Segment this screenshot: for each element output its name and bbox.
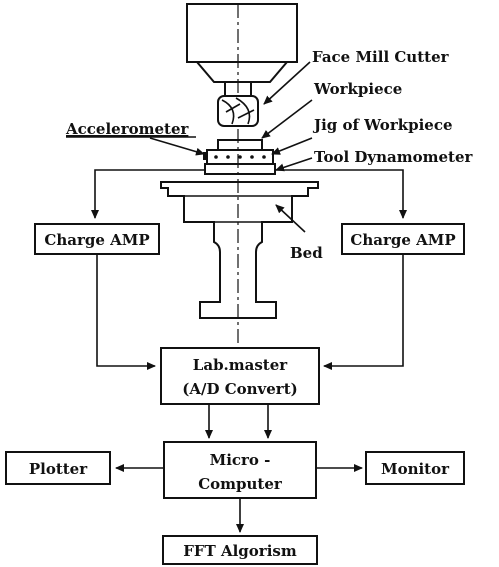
leader-workpiece bbox=[261, 99, 313, 139]
wire-right-amp-to-labmaster bbox=[323, 254, 404, 370]
fft-box bbox=[162, 535, 318, 565]
label-accelerometer: Accelerometer bbox=[65, 120, 189, 138]
micro-label-1: Micro - bbox=[210, 451, 271, 469]
labmaster-label-2: (A/D Convert) bbox=[182, 380, 297, 398]
leader-dynamometer bbox=[275, 157, 313, 172]
jig-of-workpiece bbox=[206, 149, 274, 165]
workpiece-block bbox=[217, 139, 263, 151]
label-face-mill-cutter: Face Mill Cutter bbox=[312, 48, 450, 66]
plotter-box bbox=[5, 451, 111, 485]
machine-bed bbox=[160, 181, 319, 319]
micro-computer-box bbox=[163, 441, 317, 499]
face-mill-cutter bbox=[217, 95, 259, 127]
spindle-head bbox=[186, 3, 298, 97]
monitor-label: Monitor bbox=[381, 460, 450, 478]
labmaster-label-1: Lab.master bbox=[193, 356, 288, 374]
leader-accelerometer bbox=[149, 137, 205, 156]
charge-amp-right-box bbox=[341, 223, 465, 255]
label-jig-of-workpiece: Jig of Workpiece bbox=[312, 116, 453, 134]
fft-label: FFT Algorism bbox=[183, 542, 297, 560]
charge-amp-left-label: Charge AMP bbox=[44, 231, 149, 249]
leader-jig bbox=[271, 137, 313, 155]
monitor-box bbox=[365, 451, 465, 485]
micro-label-2: Computer bbox=[198, 475, 283, 493]
label-tool-dynamometer: Tool Dynamometer bbox=[314, 148, 473, 166]
label-workpiece: Workpiece bbox=[313, 80, 402, 98]
label-bed: Bed bbox=[290, 244, 323, 262]
charge-amp-left-box bbox=[34, 223, 160, 255]
wire-to-right-amp bbox=[275, 169, 407, 219]
leader-face-mill bbox=[263, 61, 311, 105]
wire-to-left-amp bbox=[91, 169, 205, 219]
tool-dynamometer bbox=[204, 163, 276, 175]
labmaster-box bbox=[160, 347, 320, 405]
charge-amp-right-label: Charge AMP bbox=[350, 231, 455, 249]
wire-left-amp-to-labmaster bbox=[96, 254, 156, 370]
plotter-label: Plotter bbox=[29, 460, 88, 478]
leader-bed bbox=[275, 204, 306, 233]
accelerometer-sensor bbox=[203, 152, 208, 160]
